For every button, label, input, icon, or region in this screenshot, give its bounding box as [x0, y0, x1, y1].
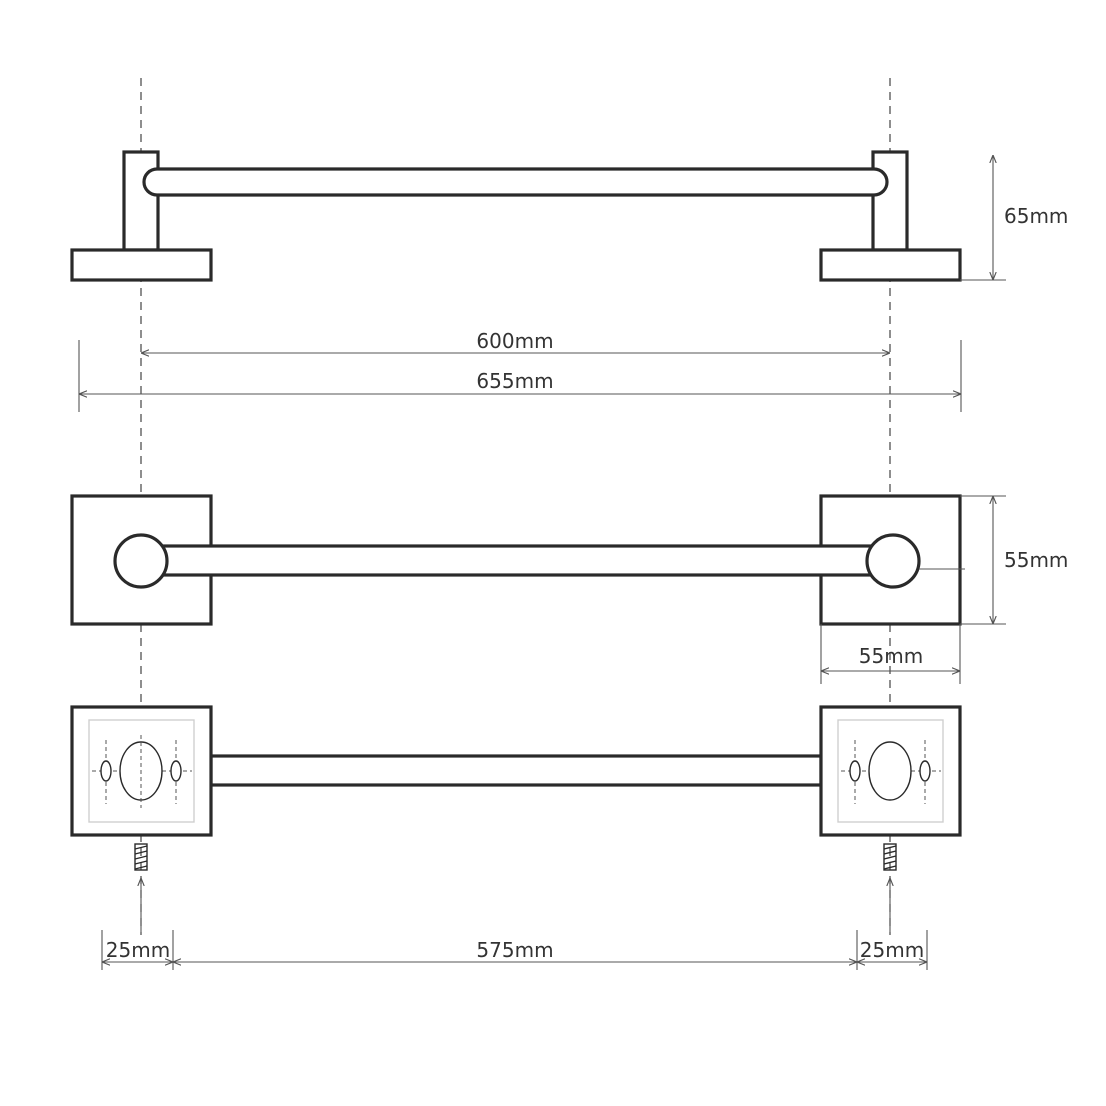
dim-bottom: 25mm 575mm 25mm	[101, 930, 928, 970]
dim-plate-width: 55mm	[820, 624, 961, 684]
dim-overall-length: 655mm	[78, 340, 962, 412]
plate-height-label: 55mm	[1004, 548, 1068, 572]
mounting-view	[70, 705, 962, 935]
center-spacing-label: 600mm	[476, 329, 553, 353]
plate-width-label: 55mm	[859, 644, 923, 668]
top-bar	[158, 544, 878, 577]
overall-length-label: 655mm	[476, 369, 553, 393]
top-post-left	[113, 533, 169, 589]
screw-slot-icon	[919, 760, 931, 782]
mount-bar	[209, 754, 823, 787]
height-label: 65mm	[1004, 204, 1068, 228]
screw-offset-left-label: 25mm	[106, 938, 170, 962]
top-post-right	[865, 533, 921, 589]
inner-span-label: 575mm	[476, 938, 553, 962]
screw-offset-right-label: 25mm	[860, 938, 924, 962]
screw-slot-icon	[170, 760, 182, 782]
dim-center-spacing: 600mm	[141, 329, 890, 353]
front-view	[70, 150, 962, 282]
screw-slot-icon	[849, 760, 861, 782]
dim-height: 65mm	[960, 155, 1068, 281]
mount-hole-center-right	[868, 741, 912, 801]
front-post-left	[122, 150, 160, 252]
front-bar	[142, 167, 889, 197]
front-base-left	[70, 248, 213, 282]
screw-icon-left	[134, 843, 148, 935]
top-view	[70, 494, 962, 626]
front-post-right	[871, 150, 909, 252]
screw-icon-right	[883, 843, 897, 935]
dim-plate-height: 55mm	[919, 495, 1068, 625]
front-base-right	[819, 248, 962, 282]
mount-plate-right	[819, 705, 962, 837]
mount-plate-left	[70, 705, 213, 837]
screw-slot-icon	[100, 760, 112, 782]
